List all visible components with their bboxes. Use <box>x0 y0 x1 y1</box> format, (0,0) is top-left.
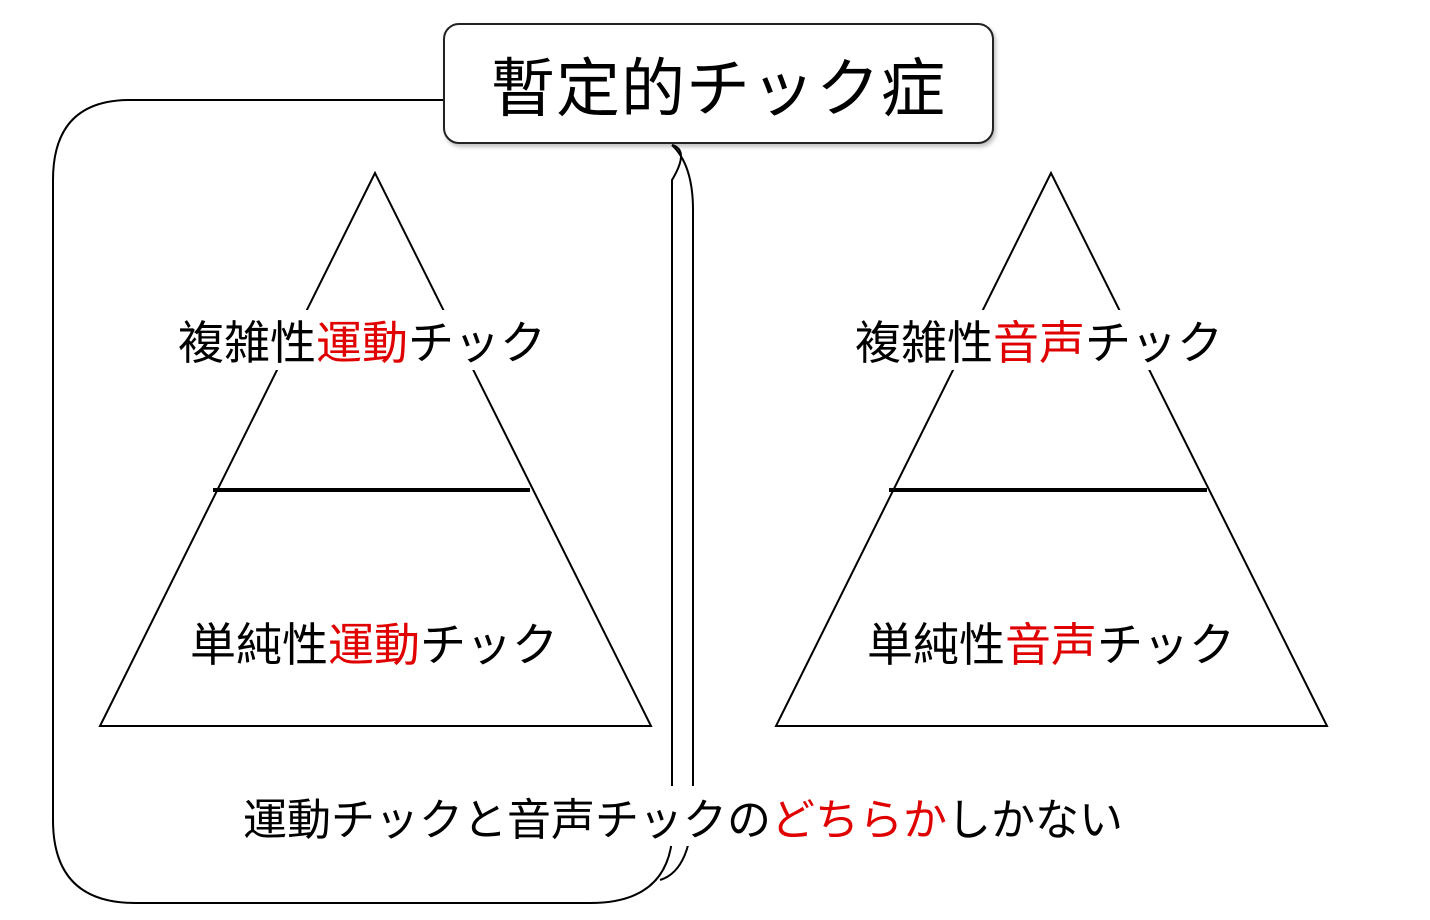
right-lower-suffix: チック <box>1097 618 1235 672</box>
right-lower-label: 単純性音声チック <box>863 612 1239 672</box>
left-lower-suffix: チック <box>420 618 558 672</box>
bottom-note-accent: どちらか <box>771 795 947 846</box>
left-upper-accent: 運動 <box>316 316 408 370</box>
right-lower-accent: 音声 <box>1005 618 1097 672</box>
right-lower-prefix: 単純性 <box>867 618 1005 672</box>
left-pyramid <box>98 170 653 727</box>
right-pyramid <box>774 170 1329 727</box>
right-upper-accent: 音声 <box>993 316 1085 370</box>
bottom-note-prefix: 運動チックと音声チックの <box>243 795 771 846</box>
right-upper-prefix: 複雑性 <box>855 316 993 370</box>
title-box: 暫定的チック症 <box>443 23 994 144</box>
bottom-note-suffix: しかない <box>947 795 1123 846</box>
left-upper-label: 複雑性運動チック <box>174 310 550 370</box>
diagram-title: 暫定的チック症 <box>491 52 946 127</box>
grouping-bracket-right-side <box>659 144 694 881</box>
left-upper-suffix: チック <box>408 316 546 370</box>
left-lower-label: 単純性運動チック <box>186 612 562 672</box>
bottom-note: 運動チックと音声チックのどちらかしかない <box>237 786 1129 846</box>
grouping-bracket <box>52 99 682 904</box>
right-upper-suffix: チック <box>1085 316 1223 370</box>
left-upper-prefix: 複雑性 <box>178 316 316 370</box>
left-lower-prefix: 単純性 <box>190 618 328 672</box>
left-lower-accent: 運動 <box>328 618 420 672</box>
right-upper-label: 複雑性音声チック <box>851 310 1227 370</box>
